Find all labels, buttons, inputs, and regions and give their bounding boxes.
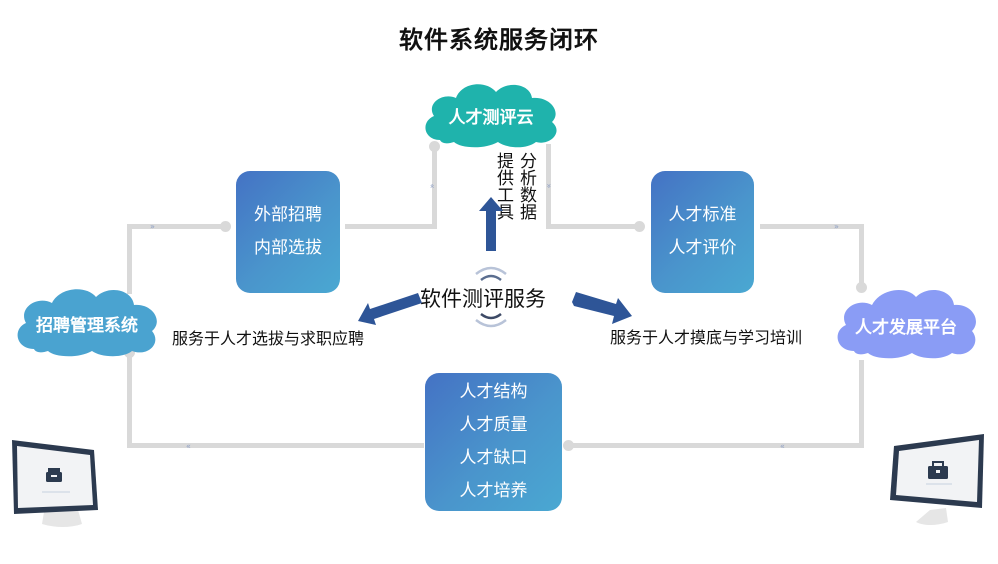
flow-chevron-icon: » [427, 183, 437, 189]
cloud-left-label: 招聘管理系统 [36, 316, 138, 336]
connector-left-down [127, 352, 132, 448]
flow-chevron-icon: » [834, 222, 839, 231]
cloud-right-shape [837, 290, 976, 359]
arrow-up-icon [479, 197, 503, 251]
connector-dot [856, 282, 867, 293]
box-talent-line: 人才质量 [459, 415, 528, 435]
arrow-left-icon [358, 293, 422, 325]
flow-chevron-icon: » [544, 183, 554, 189]
connector-dot [634, 221, 645, 232]
cloud-top-shape [425, 84, 557, 148]
flow-chevron-icon: » [150, 222, 155, 231]
signal-waves-icon [475, 266, 507, 328]
flow-chevron-icon: » [186, 442, 191, 451]
connector-top-to-box2 [546, 224, 641, 229]
connector-top-down [546, 144, 551, 229]
connector-right-to-box3 [567, 443, 864, 448]
cloud-top-label: 人才测评云 [448, 108, 534, 128]
connector-box3-left [127, 443, 424, 448]
box-talent-line: 人才培养 [459, 481, 528, 501]
center-service-label: 软件测评服务 [420, 287, 546, 311]
right-service-text: 服务于人才摸底与学习培训 [610, 328, 803, 347]
connector-box2-down [859, 224, 864, 286]
box-talent-analysis: 人才结构 人才质量 人才缺口 人才培养 [425, 373, 562, 511]
left-service-text: 服务于人才选拔与求职应聘 [172, 329, 365, 348]
cloud-right-label: 人才发展平台 [855, 318, 957, 338]
connector-dot [220, 221, 231, 232]
box-talent-line: 人才缺口 [459, 448, 528, 468]
box-recruitment: 外部招聘 内部选拔 [236, 171, 340, 293]
box-talent-line: 人才结构 [459, 382, 528, 402]
connector-dot [429, 141, 440, 152]
box-talent-standard: 人才标准 人才评价 [651, 171, 754, 293]
connector-left-to-box1 [127, 224, 227, 229]
cloud-left-shape [17, 289, 157, 357]
box-recruitment-line: 外部招聘 [254, 205, 322, 225]
arrow-right-icon [572, 292, 632, 324]
connector-dot [563, 440, 574, 451]
box-recruitment-line: 内部选拔 [254, 238, 322, 258]
monitor-briefcase-icon [890, 434, 984, 525]
diagram-title: 软件系统服务闭环 [399, 26, 599, 54]
box-standard-line: 人才评价 [668, 238, 737, 258]
provide-tools-text: 提供工具 [493, 152, 513, 220]
flow-chevron-icon: » [780, 442, 785, 451]
connector-left-up [127, 224, 132, 294]
connector-box2-right [760, 224, 864, 229]
connector-box1-right [345, 224, 437, 229]
connector-right-down [859, 360, 864, 448]
connector-box1-up [432, 146, 437, 229]
box-standard-line: 人才标准 [668, 205, 737, 225]
monitor-toolbox-icon [12, 440, 98, 527]
analyze-data-text: 分析数据 [516, 152, 536, 220]
